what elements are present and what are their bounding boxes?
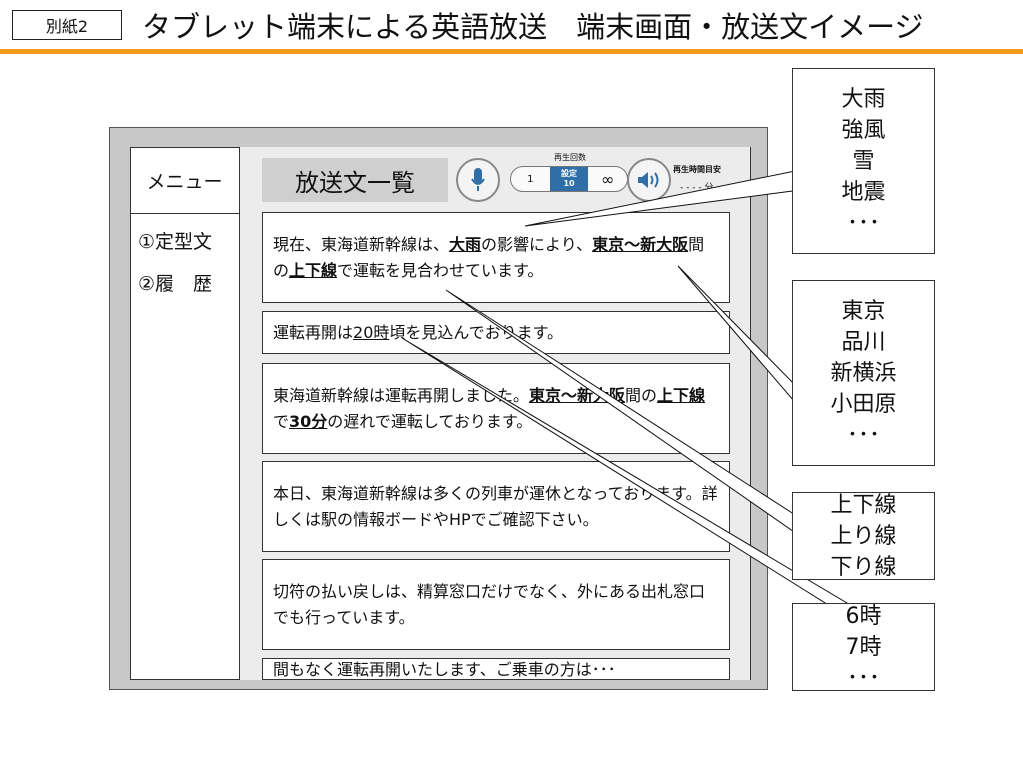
menu-item-templates[interactable]: ①定型文 bbox=[138, 231, 213, 253]
time-label: 再生時間目安 bbox=[673, 165, 721, 174]
microphone-icon bbox=[471, 168, 485, 191]
menu-title: メニュー bbox=[130, 147, 239, 214]
menu-sidebar: メニュー ①定型文 ②履 歴 bbox=[130, 147, 240, 680]
play-button[interactable] bbox=[627, 158, 671, 202]
callout-weather: 大雨強風雪地震･･･ bbox=[792, 68, 935, 254]
message-card[interactable]: 現在、東海道新幹線は、大雨の影響により、東京〜新大阪間の上下線で運転を見合わせて… bbox=[262, 212, 730, 303]
callout-stations: 東京品川新横浜小田原･･･ bbox=[792, 280, 935, 466]
message-card[interactable]: 東海道新幹線は運転再開しました。東京〜新大阪間の上下線で30分の遅れで運転してお… bbox=[262, 363, 730, 454]
page-title: タブレット端末による英語放送 端末画面・放送文イメージ bbox=[142, 10, 924, 44]
callout-direction: 上下線上り線下り線 bbox=[792, 492, 935, 580]
list-title: 放送文一覧 bbox=[262, 158, 448, 202]
message-card[interactable]: 運転再開は20時頃を見込んでおります。 bbox=[262, 311, 730, 354]
message-card[interactable]: 本日、東海道新幹線は多くの列車が運休となっております。詳しくは駅の情報ボードやH… bbox=[262, 461, 730, 552]
speaker-icon bbox=[638, 172, 659, 188]
title-divider bbox=[0, 49, 1023, 54]
attachment-tag: 別紙2 bbox=[12, 10, 122, 40]
repeat-label: 再生回数 bbox=[554, 153, 586, 162]
menu-item-history[interactable]: ②履 歴 bbox=[138, 273, 213, 295]
repeat-once[interactable]: 1 bbox=[527, 173, 534, 185]
message-card[interactable]: 間もなく運転再開いたします、ご乗車の方は･･･ bbox=[262, 658, 730, 680]
message-card[interactable]: 切符の払い戻しは、精算窓口だけでなく、外にある出札窓口でも行っています。 bbox=[262, 559, 730, 650]
time-value: - - - - 分 bbox=[680, 183, 714, 193]
microphone-button[interactable] bbox=[456, 158, 500, 202]
repeat-infinite[interactable]: ∞ bbox=[601, 169, 615, 189]
